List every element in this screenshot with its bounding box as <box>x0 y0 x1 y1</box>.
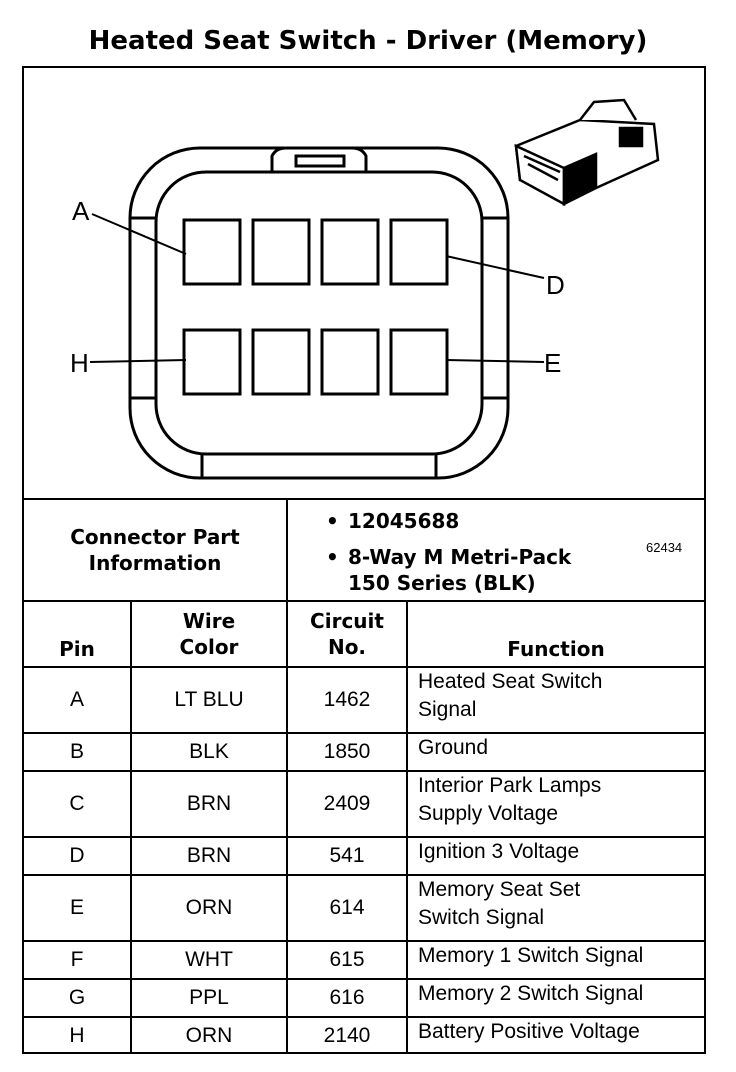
function-line: Supply Voltage <box>418 802 559 825</box>
cell-pin: C <box>69 792 85 815</box>
cell-pin: F <box>70 948 84 971</box>
page-title: Heated Seat Switch - Driver (Memory) <box>88 26 648 56</box>
cell-circuit: 615 <box>329 948 365 971</box>
cell-circuit: 1462 <box>323 688 371 711</box>
cell-function: Ignition 3 Voltage <box>418 838 704 874</box>
connector-latch <box>270 146 368 172</box>
function-line: Ignition 3 Voltage <box>418 840 580 863</box>
cell-circuit: 2409 <box>323 792 371 815</box>
cell-pin: E <box>69 896 84 919</box>
cell-function: Memory 1 Switch Signal <box>418 942 704 978</box>
cell-wire: BRN <box>186 844 232 867</box>
header-pin: Pin <box>59 637 95 661</box>
function-line: Memory Seat Set <box>418 878 581 901</box>
cell-wire: PPL <box>189 986 229 1009</box>
cavity-d <box>389 218 449 286</box>
list-item: •8-Way M Metri-Pack <box>326 545 572 569</box>
function-line: Interior Park Lamps <box>418 774 602 797</box>
figure-number: 62434 <box>646 540 683 555</box>
cavity-g <box>251 328 311 396</box>
connector-outer-shell <box>128 146 510 480</box>
connector-3d-icon <box>514 98 660 207</box>
cell-function: Memory 2 Switch Signal <box>418 980 704 1016</box>
function-line: Switch Signal <box>418 906 545 929</box>
cell-wire: ORN <box>185 896 233 919</box>
cell-pin: A <box>69 688 84 711</box>
cavity-c <box>320 218 380 286</box>
leader-e <box>445 359 545 363</box>
connector-sheet: A D H E 62434 Connector Part Information… <box>22 66 706 1054</box>
list-item: •12045688 <box>326 509 460 533</box>
connector-inner-shell <box>154 170 484 456</box>
cell-pin: B <box>69 740 84 763</box>
cell-pin: H <box>69 1024 85 1047</box>
function-line: Heated Seat Switch <box>418 670 603 693</box>
cell-circuit: 1850 <box>323 740 371 763</box>
header-circuit-no: Circuit No. <box>310 609 384 659</box>
pin-label-e: E <box>544 348 561 378</box>
connector-info-label: Connector Part Information <box>70 525 240 575</box>
cell-pin: G <box>68 986 86 1009</box>
function-line: Ground <box>418 736 489 759</box>
cell-circuit: 616 <box>329 986 365 1009</box>
pin-label-d: D <box>546 270 565 300</box>
cell-circuit: 541 <box>329 844 365 867</box>
cell-wire: LT BLU <box>174 688 244 711</box>
cell-circuit: 2140 <box>323 1024 371 1047</box>
header-function: Function <box>507 637 605 661</box>
pin-label-a: A <box>72 196 90 226</box>
leader-h <box>89 359 187 363</box>
list-item: 150 Series (BLK) <box>348 571 536 595</box>
cell-wire: BLK <box>189 740 229 763</box>
leader-d <box>445 255 545 279</box>
cell-wire: WHT <box>185 948 233 971</box>
cavity-a <box>182 218 242 286</box>
pin-label-h: H <box>70 348 89 378</box>
function-line: Memory 2 Switch Signal <box>418 982 644 1005</box>
cell-wire: ORN <box>185 1024 233 1047</box>
cell-pin: D <box>69 844 85 867</box>
cell-function: Battery Positive Voltage <box>418 1018 704 1054</box>
function-line: Signal <box>418 698 477 721</box>
header-wire-color: Wire Color <box>179 609 239 659</box>
connector-face-diagram: A D H E <box>70 98 660 480</box>
connector-bottom-bar <box>200 454 438 478</box>
cavity-b <box>251 218 311 286</box>
cell-circuit: 614 <box>329 896 365 919</box>
function-line: Memory 1 Switch Signal <box>418 944 644 967</box>
cavity-h <box>182 328 242 396</box>
cavity-e <box>389 328 449 396</box>
connector-info-list: •12045688 •8-Way M Metri-Pack 150 Series… <box>326 508 571 596</box>
cell-wire: BRN <box>186 792 232 815</box>
cavity-f <box>320 328 380 396</box>
function-line: Battery Positive Voltage <box>418 1020 640 1043</box>
cell-function: Ground <box>418 734 704 770</box>
leader-a <box>91 213 187 255</box>
